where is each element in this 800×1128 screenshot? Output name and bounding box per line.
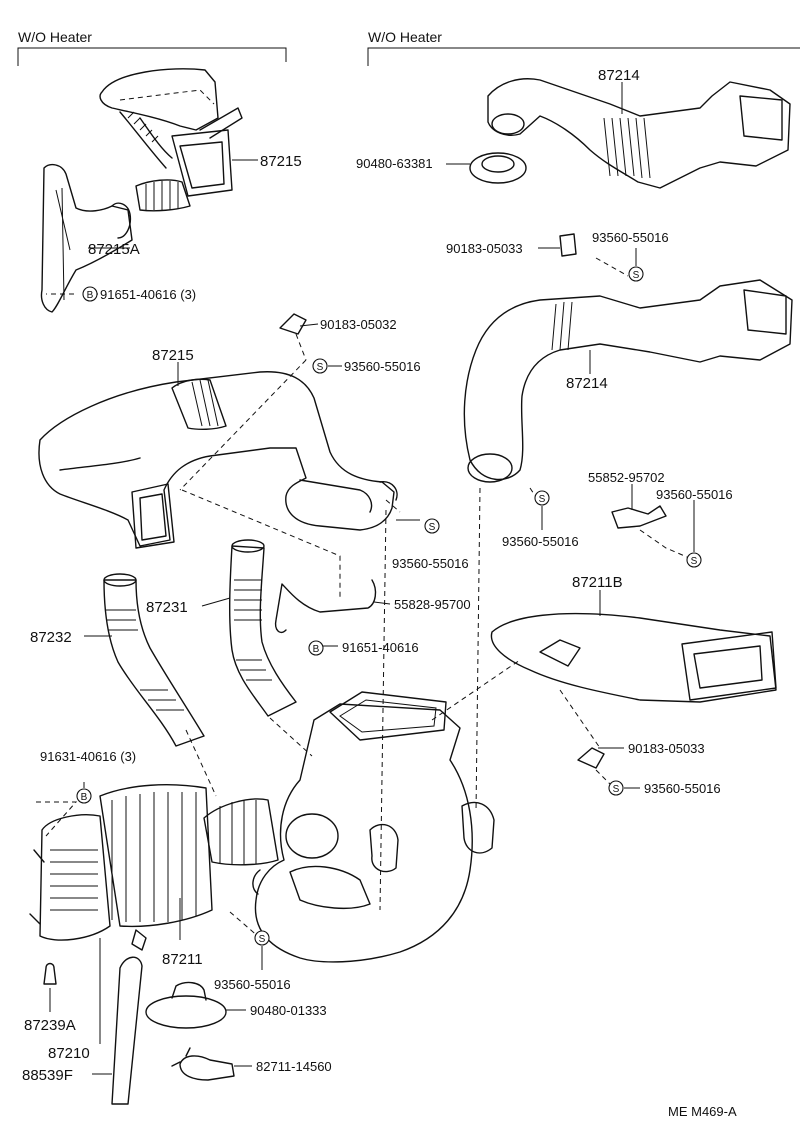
grommet-90480-63381-drawing <box>469 152 527 184</box>
header-right: W/O Heater <box>367 29 800 66</box>
clamp-82711-14560-drawing <box>171 1047 235 1081</box>
b-symbol-3: B <box>76 788 92 804</box>
hose-87232-drawing <box>103 573 205 747</box>
label-93560-55016-d: 93560-55016 <box>502 534 579 549</box>
label-87232: 87232 <box>30 629 72 646</box>
b-symbol-1: B <box>82 286 98 302</box>
duct-87214-mid-drawing <box>463 279 793 483</box>
figure-code: ME M469-A <box>668 1104 737 1119</box>
label-90480-63381: 90480-63381 <box>356 156 433 171</box>
label-90183-05033-b: 90183-05033 <box>628 741 705 756</box>
header-left: W/O Heater <box>17 29 287 66</box>
svg-text:B: B <box>87 290 94 301</box>
label-87215A: 87215A <box>88 241 140 258</box>
header-left-label: W/O Heater <box>18 29 92 45</box>
grommet-90480-01333-drawing <box>145 981 227 1029</box>
label-87211: 87211 <box>162 951 203 968</box>
svg-text:B: B <box>81 792 88 803</box>
label-55828-95700: 55828-95700 <box>394 597 471 612</box>
circled-symbols: B S S S S S B S <box>76 266 702 946</box>
label-87215-mid: 87215 <box>152 347 194 364</box>
plug-87239A-drawing <box>43 962 57 985</box>
air-cleaner-drawing <box>29 784 279 941</box>
svg-text:B: B <box>313 644 320 655</box>
svg-text:S: S <box>429 522 436 533</box>
s-symbol-5: S <box>686 552 702 568</box>
svg-text:S: S <box>633 270 640 281</box>
hose-87231-drawing <box>229 539 297 717</box>
s-symbol-4: S <box>534 490 550 506</box>
label-87214-mid: 87214 <box>566 375 608 392</box>
label-90183-05032: 90183-05032 <box>320 317 397 332</box>
svg-text:S: S <box>691 556 698 567</box>
label-88539F: 88539F <box>22 1067 73 1084</box>
label-87231: 87231 <box>146 599 188 616</box>
s-symbol-6: S <box>608 780 624 796</box>
svg-text:S: S <box>539 494 546 505</box>
label-93560-55016-f: 93560-55016 <box>644 781 721 796</box>
label-91631-40616-3: 91631-40616 (3) <box>40 749 136 764</box>
label-87239A: 87239A <box>24 1017 76 1034</box>
label-93560-55016-a: 93560-55016 <box>344 359 421 374</box>
label-87214-top: 87214 <box>598 67 640 84</box>
wire-55828-95700-drawing <box>274 579 377 634</box>
s-symbol-1: S <box>312 358 328 374</box>
duct-87215A-drawing <box>40 163 191 313</box>
svg-text:S: S <box>259 934 266 945</box>
label-93560-55016-c: 93560-55016 <box>592 230 669 245</box>
duct-87211B-drawing <box>490 612 777 703</box>
label-87215-top: 87215 <box>260 153 302 170</box>
label-93560-55016-b: 93560-55016 <box>392 556 469 571</box>
header-right-label: W/O Heater <box>368 29 442 45</box>
label-91651-40616: 91651-40616 <box>342 640 419 655</box>
svg-text:S: S <box>317 362 324 373</box>
label-93560-55016-g: 93560-55016 <box>214 977 291 992</box>
b-symbol-2: B <box>308 640 324 656</box>
svg-text:S: S <box>613 784 620 795</box>
s-symbol-2: S <box>628 266 644 282</box>
duct-87215-main-drawing <box>38 371 398 549</box>
leader-lines <box>49 82 695 1075</box>
duct-87214-upper-drawing <box>487 78 791 189</box>
label-82711-14560: 82711-14560 <box>256 1059 332 1074</box>
s-symbol-3: S <box>424 518 440 534</box>
label-87211B: 87211B <box>572 574 623 591</box>
s-symbol-7: S <box>254 930 270 946</box>
screw-drawing <box>131 929 147 951</box>
clip-drawings <box>279 233 667 769</box>
duct-87215-upper-drawing <box>99 68 243 197</box>
label-93560-55016-e: 93560-55016 <box>656 487 733 502</box>
label-87210: 87210 <box>48 1045 90 1062</box>
blower-case-drawing <box>252 691 495 963</box>
label-91651-40616-3: 91651-40616 (3) <box>100 287 196 302</box>
label-90480-01333: 90480-01333 <box>250 1003 327 1018</box>
label-90183-05033-a: 90183-05033 <box>446 241 523 256</box>
hose-88539F-drawing <box>111 956 143 1105</box>
part-labels: 87215 87215A 91651-40616 (3) 90183-05032… <box>22 67 733 1084</box>
label-55852-95702: 55852-95702 <box>588 470 665 485</box>
